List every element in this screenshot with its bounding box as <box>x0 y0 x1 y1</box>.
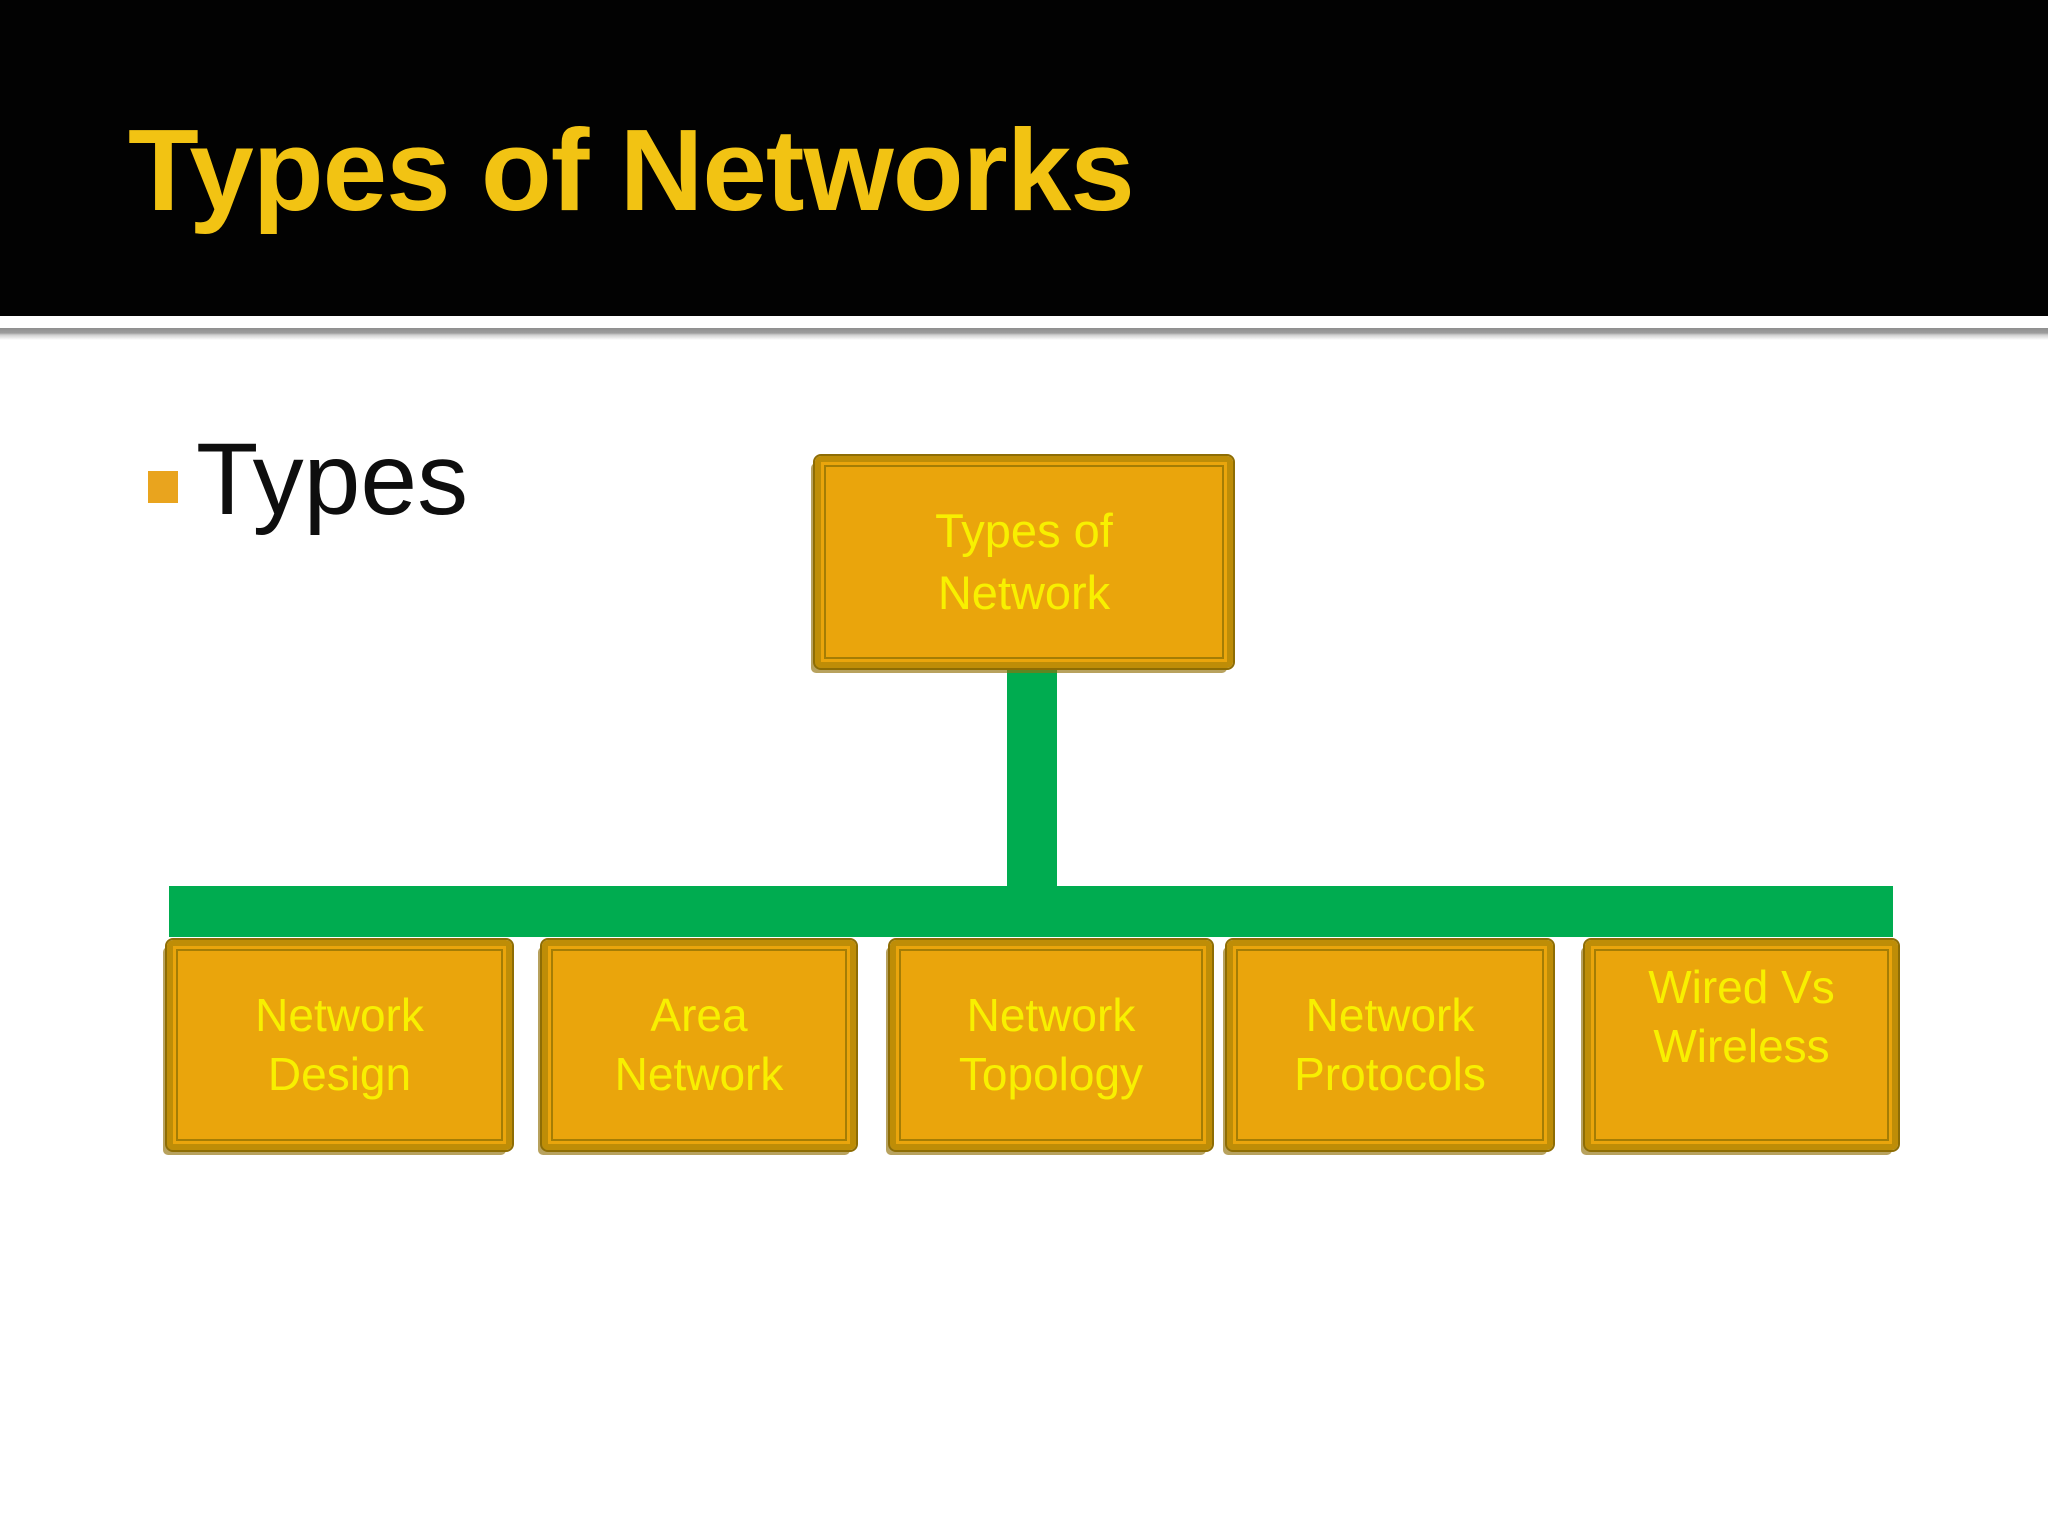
node-types-of-network: Types of Network <box>813 454 1235 670</box>
page-title: Types of Networks <box>128 105 1135 235</box>
node-label: Types of Network <box>935 504 1113 619</box>
node-network-design: Network Design <box>165 938 514 1152</box>
node-label: Area Network <box>614 989 784 1100</box>
node-label: Wired Vs Wireless <box>1648 961 1835 1072</box>
node-label: Network Protocols <box>1294 989 1486 1100</box>
node-network-protocols: Network Protocols <box>1225 938 1555 1152</box>
slide-header: Types of Networks <box>0 0 2048 316</box>
node-label: Network Design <box>255 989 424 1100</box>
bullet-text: Types <box>196 422 469 536</box>
node-label: Network Topology <box>958 989 1144 1100</box>
header-separator <box>0 316 2048 342</box>
connector-crossbar <box>169 886 1893 937</box>
node-wired-vs-wireless: Wired Vs Wireless <box>1583 938 1900 1152</box>
node-network-topology: Network Topology <box>888 938 1214 1152</box>
node-area-network: Area Network <box>540 938 858 1152</box>
bullet-square-marker <box>148 471 178 503</box>
connector-stem <box>1007 660 1057 930</box>
